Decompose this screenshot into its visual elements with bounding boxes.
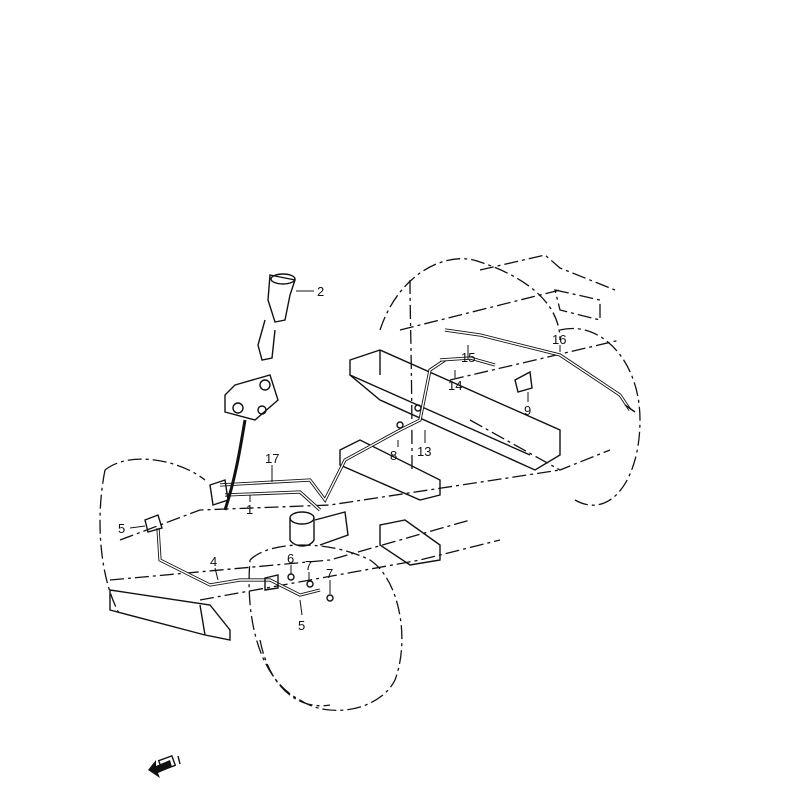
callout-6: 6 — [287, 551, 294, 566]
rear-wheel-outline — [379, 258, 641, 506]
callout-17: 17 — [265, 451, 279, 466]
callout-16: 16 — [552, 332, 566, 347]
callout-2: 2 — [317, 284, 324, 299]
front-arrow-icon — [148, 755, 181, 778]
rear-frame — [349, 254, 621, 471]
front-wheel-outline — [99, 458, 403, 712]
callout-7: 7 — [326, 566, 333, 581]
callout-7: 7 — [305, 558, 312, 573]
callout-8: 8 — [390, 448, 397, 463]
callout-14: 14 — [448, 378, 462, 393]
callout-5: 5 — [118, 521, 125, 536]
callout-9: 9 — [524, 403, 531, 418]
fittings — [144, 370, 636, 602]
callout-5: 5 — [298, 618, 305, 633]
callout-1: 1 — [246, 502, 253, 517]
callout-15: 15 — [461, 350, 475, 365]
master-cylinder-assembly — [224, 273, 296, 421]
brake-lines — [156, 328, 632, 597]
reservoir — [289, 511, 349, 547]
main-frame — [109, 439, 561, 641]
callout-13: 13 — [417, 444, 431, 459]
callout-labels: 2 16 15 14 9 8 13 17 1 5 4 6 7 7 5 — [118, 284, 566, 633]
callout-4: 4 — [210, 554, 217, 569]
leader-lines — [129, 290, 561, 616]
